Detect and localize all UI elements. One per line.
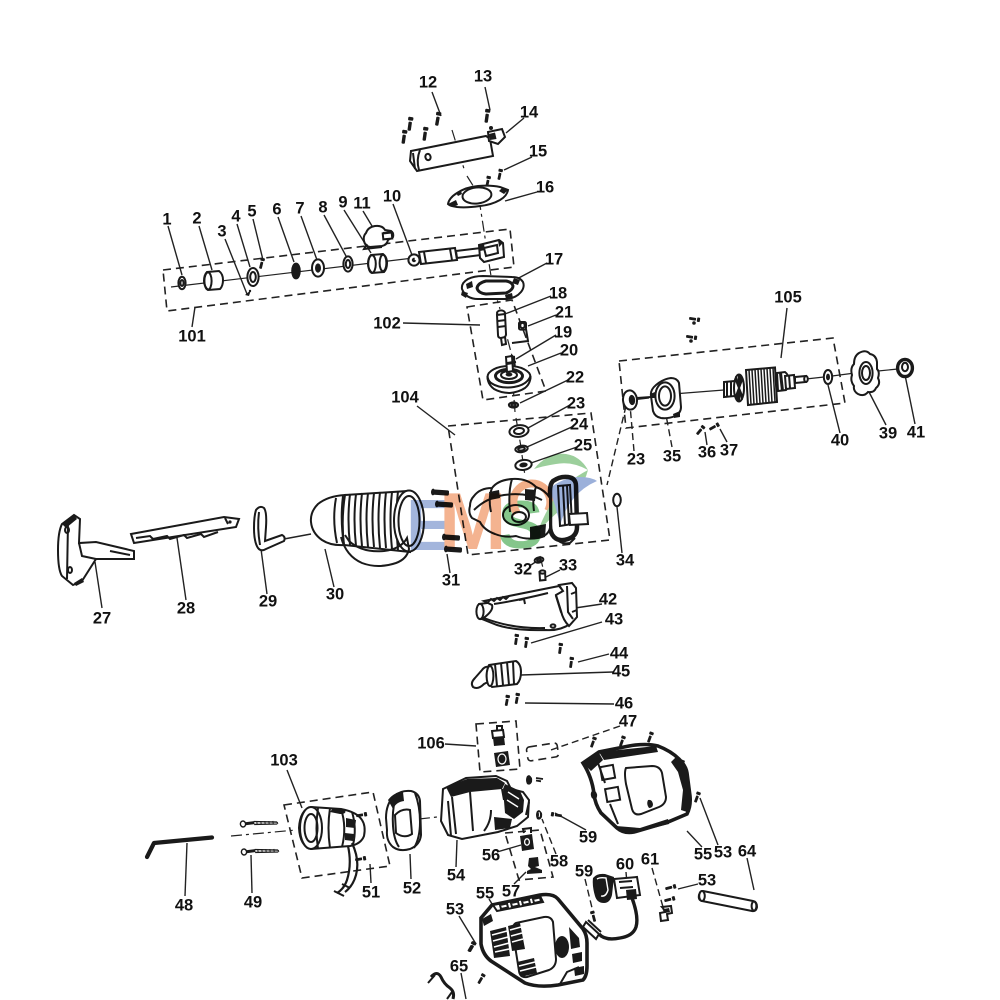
svg-text:43: 43 — [605, 611, 623, 629]
svg-text:53: 53 — [446, 901, 464, 919]
svg-text:15: 15 — [529, 143, 547, 161]
svg-text:29: 29 — [259, 593, 277, 611]
svg-text:8: 8 — [318, 199, 327, 217]
svg-text:16: 16 — [536, 179, 554, 197]
svg-text:23: 23 — [627, 451, 645, 469]
svg-text:104: 104 — [391, 389, 419, 407]
svg-text:53: 53 — [698, 872, 716, 890]
svg-text:7: 7 — [295, 200, 304, 218]
svg-text:13: 13 — [474, 68, 492, 86]
svg-text:14: 14 — [520, 104, 539, 122]
svg-text:58: 58 — [550, 853, 568, 871]
svg-text:45: 45 — [612, 663, 630, 681]
svg-text:25: 25 — [574, 437, 592, 455]
svg-text:23: 23 — [567, 395, 585, 413]
svg-text:102: 102 — [373, 315, 401, 333]
svg-text:4: 4 — [231, 208, 241, 226]
svg-text:21: 21 — [555, 304, 573, 322]
svg-text:3: 3 — [217, 223, 226, 241]
svg-text:55: 55 — [694, 846, 712, 864]
svg-text:42: 42 — [599, 591, 617, 609]
svg-text:60: 60 — [616, 856, 634, 874]
svg-text:48: 48 — [175, 897, 193, 915]
svg-text:11: 11 — [353, 195, 370, 213]
svg-text:101: 101 — [178, 328, 206, 346]
svg-text:37: 37 — [720, 442, 738, 460]
svg-text:2: 2 — [192, 210, 201, 228]
svg-text:40: 40 — [831, 432, 849, 450]
svg-text:36: 36 — [698, 444, 716, 462]
svg-text:M: M — [439, 477, 506, 567]
svg-text:65: 65 — [450, 958, 468, 976]
svg-text:39: 39 — [879, 425, 897, 443]
svg-text:54: 54 — [447, 867, 466, 885]
svg-text:57: 57 — [502, 883, 520, 901]
svg-text:51: 51 — [362, 884, 380, 902]
svg-text:44: 44 — [610, 645, 629, 663]
svg-text:S: S — [498, 487, 543, 563]
svg-text:27: 27 — [93, 610, 111, 628]
svg-text:20: 20 — [560, 342, 578, 360]
svg-text:46: 46 — [615, 695, 633, 713]
svg-text:103: 103 — [270, 752, 298, 770]
svg-text:59: 59 — [575, 863, 593, 881]
svg-text:31: 31 — [442, 572, 460, 590]
svg-text:28: 28 — [177, 600, 195, 618]
svg-text:18: 18 — [549, 285, 567, 303]
svg-text:52: 52 — [403, 880, 421, 898]
svg-text:35: 35 — [663, 448, 681, 466]
svg-text:106: 106 — [417, 735, 445, 753]
svg-text:9: 9 — [338, 194, 347, 212]
svg-text:22: 22 — [566, 369, 584, 387]
svg-text:41: 41 — [907, 424, 925, 442]
svg-text:64: 64 — [738, 843, 757, 861]
svg-text:33: 33 — [559, 557, 577, 575]
svg-text:6: 6 — [272, 201, 281, 219]
svg-text:55: 55 — [476, 885, 494, 903]
svg-text:53: 53 — [714, 844, 732, 862]
svg-text:24: 24 — [570, 416, 589, 434]
svg-text:1: 1 — [162, 211, 171, 229]
svg-text:E: E — [406, 486, 454, 566]
svg-text:12: 12 — [419, 74, 437, 92]
svg-text:47: 47 — [619, 713, 637, 731]
svg-text:30: 30 — [326, 586, 344, 604]
svg-text:61: 61 — [641, 851, 659, 869]
svg-text:34: 34 — [616, 552, 635, 570]
svg-text:17: 17 — [545, 251, 563, 269]
svg-text:59: 59 — [579, 829, 597, 847]
svg-text:49: 49 — [244, 894, 262, 912]
svg-text:10: 10 — [383, 188, 401, 206]
svg-text:56: 56 — [482, 847, 500, 865]
svg-text:5: 5 — [247, 203, 256, 221]
svg-text:19: 19 — [554, 324, 572, 342]
svg-text:105: 105 — [774, 289, 802, 307]
svg-text:32: 32 — [514, 561, 532, 579]
